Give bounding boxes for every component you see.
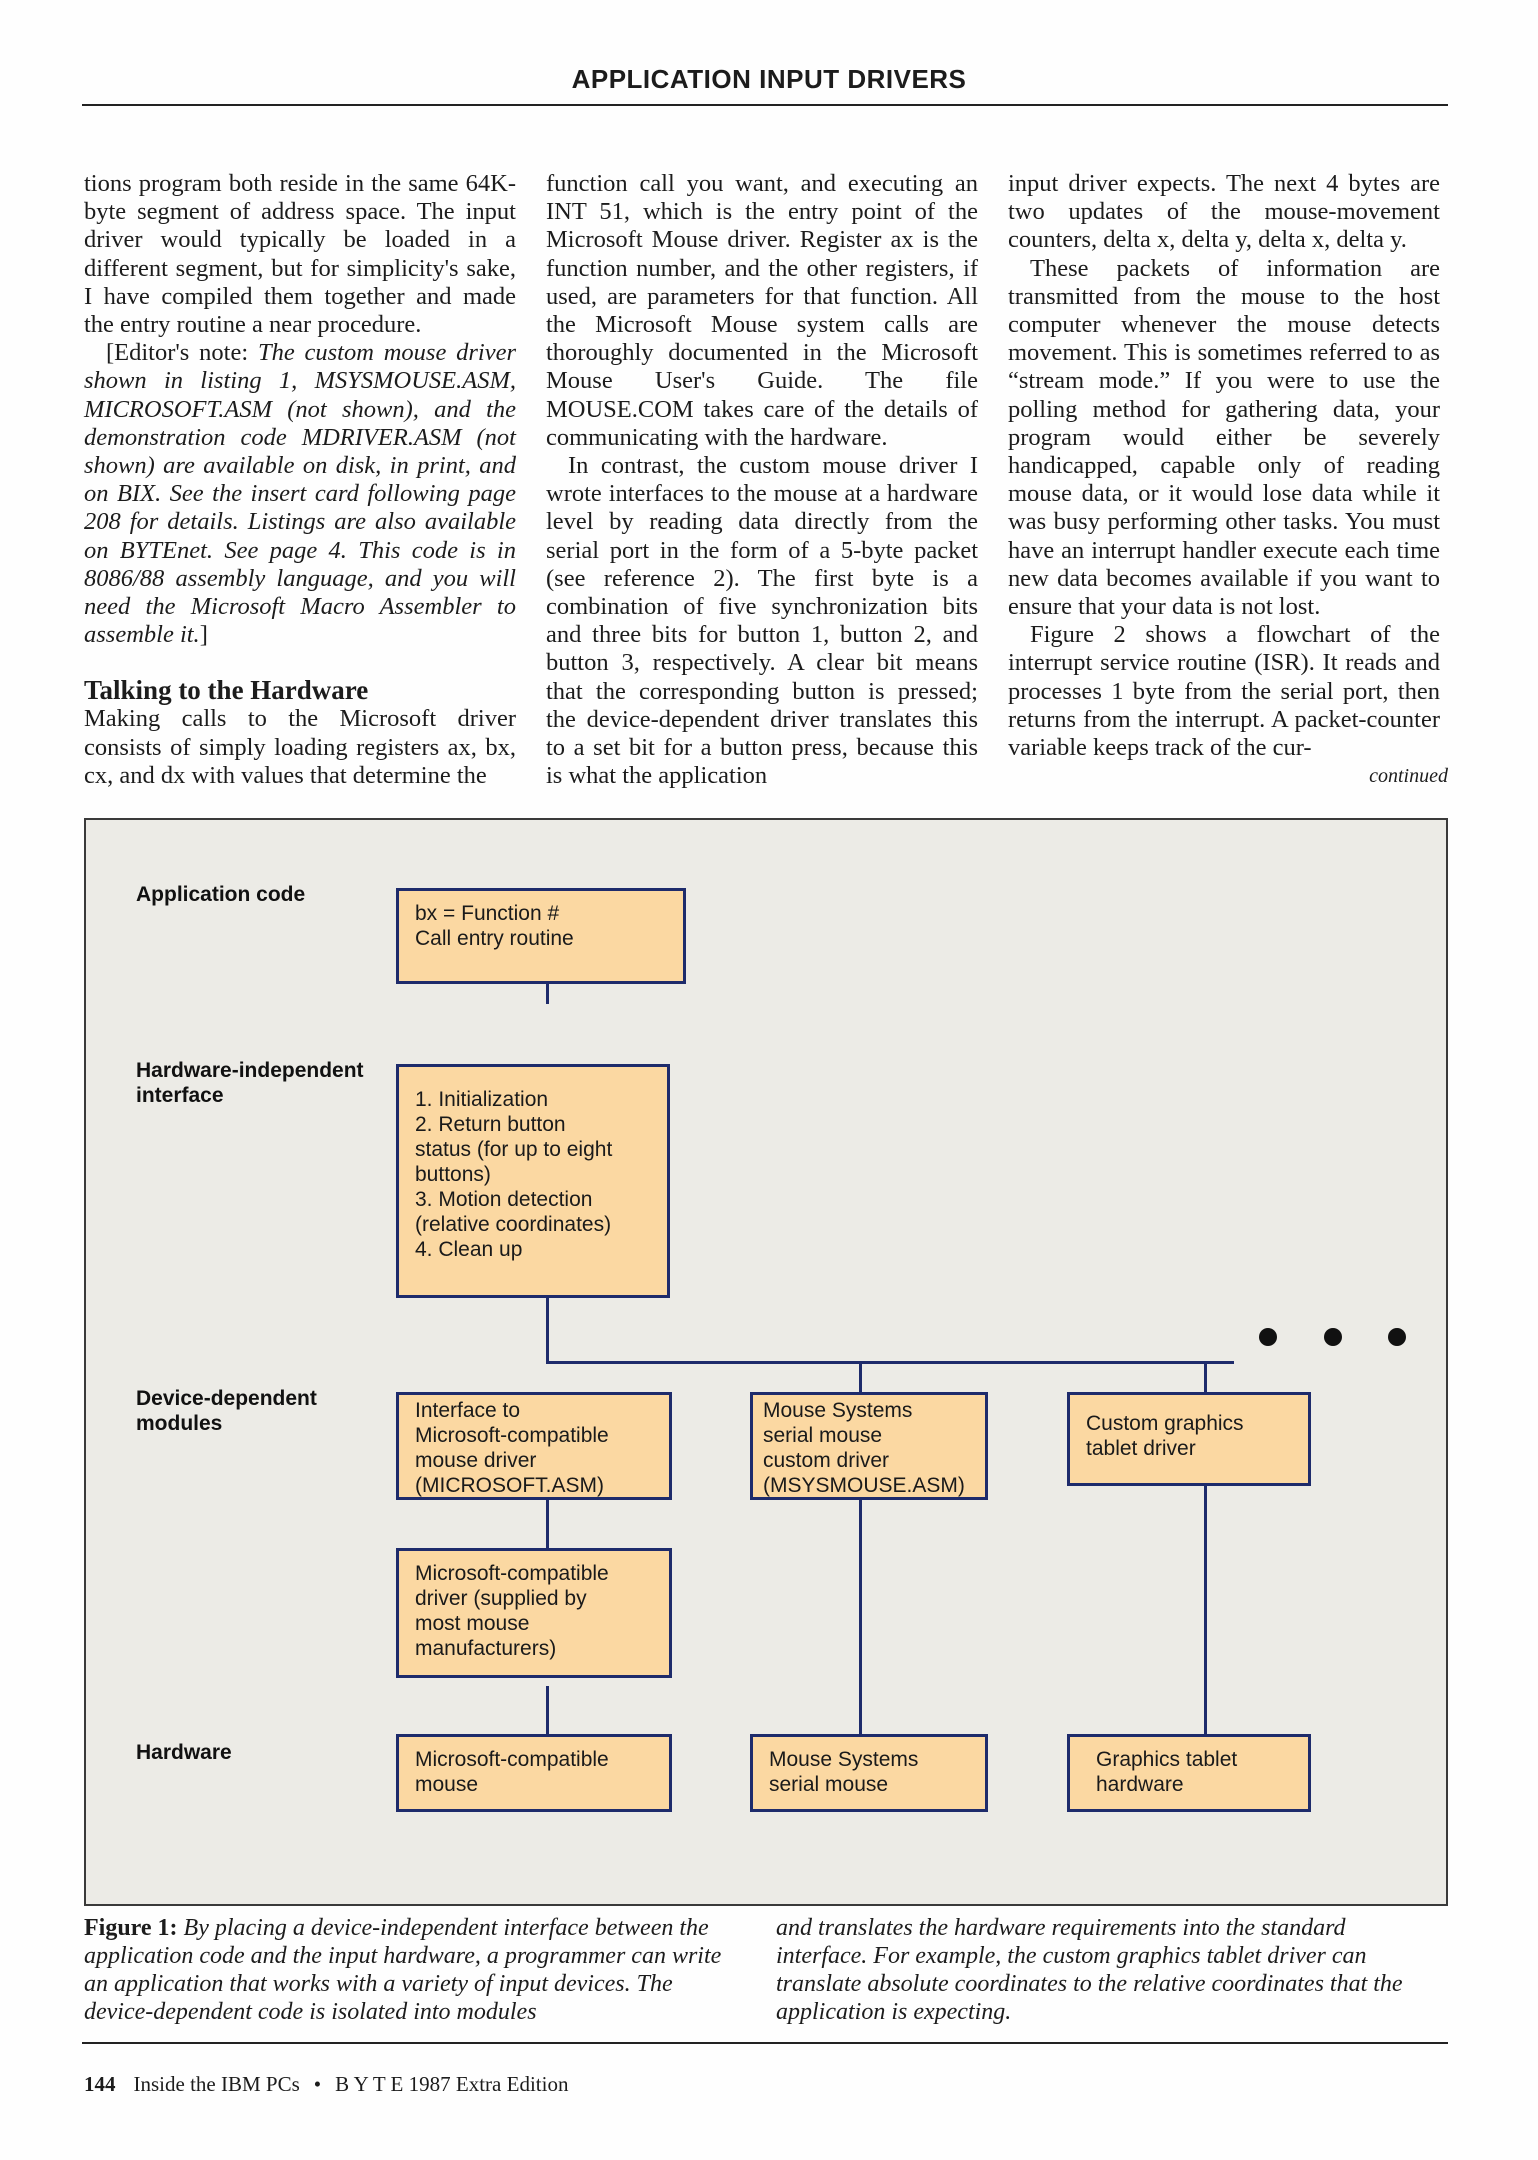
- box-mouse-systems-hardware: Mouse Systems serial mouse: [750, 1734, 988, 1812]
- book-title: Inside the IBM PCs: [133, 2072, 300, 2096]
- box-line: 3. Motion detection: [415, 1188, 593, 1211]
- figure-caption-label: Figure 1:: [84, 1915, 178, 1941]
- column-3: input driver expects. The next 4 bytes a…: [1008, 170, 1440, 762]
- editors-note-open: [Editor's note:: [106, 339, 258, 367]
- footer-bullet: •: [313, 2072, 322, 2096]
- box-line: Interface to: [415, 1399, 521, 1422]
- box-line: (MSYSMOUSE.ASM): [763, 1474, 965, 1497]
- editors-note-close: ]: [199, 621, 208, 649]
- level-label-application-text: Application code: [136, 883, 306, 906]
- page-footer: 144 Inside the IBM PCs • B Y T E 1987 Extra…: [84, 2072, 568, 2097]
- box-line: tablet driver: [1086, 1437, 1196, 1460]
- col1-paragraph-3: Making calls to the Microsoft driver con…: [84, 705, 516, 789]
- header-rule: [82, 104, 1448, 106]
- col3-paragraph-1: input driver expects. The next 4 bytes a…: [1008, 170, 1440, 254]
- box-line: manufacturers): [415, 1637, 557, 1660]
- box-line: serial mouse: [763, 1424, 883, 1447]
- figure-caption-right: and translates the hardware requirements…: [776, 1915, 1403, 2025]
- box-line: 1. Initialization: [415, 1088, 549, 1111]
- box-line: Microsoft-compatible: [415, 1562, 609, 1585]
- continuation-dot: [1324, 1328, 1342, 1346]
- box-line: buttons): [415, 1163, 491, 1186]
- footer-rule: [82, 2042, 1448, 2044]
- col1-paragraph-1: tions program both reside in the same 64…: [84, 170, 516, 339]
- box-line: Call entry routine: [415, 927, 574, 950]
- box-line: hardware: [1096, 1773, 1184, 1796]
- box-line: most mouse: [415, 1612, 530, 1635]
- column-1: tions program both reside in the same 64…: [84, 170, 516, 790]
- box-line: (relative coordinates): [415, 1213, 612, 1236]
- level-label-line: interface: [136, 1084, 224, 1107]
- connector-line: [859, 1361, 862, 1414]
- level-label-line: Device-dependent: [136, 1387, 317, 1410]
- running-header: APPLICATION INPUT DRIVERS: [571, 64, 967, 94]
- box-line: Custom graphics: [1086, 1412, 1244, 1435]
- column-2: function call you want, and executing an…: [546, 170, 978, 790]
- magazine-title: B Y T E 1987 Extra Edition: [335, 2072, 569, 2096]
- box-microsoft-driver: Microsoft-compatible driver (supplied by…: [396, 1548, 672, 1678]
- connector-line: [546, 1298, 549, 1364]
- level-label-device-dependent: Device-dependent modules: [136, 1386, 317, 1436]
- box-line: custom driver: [763, 1449, 890, 1472]
- connector-line: [1204, 1484, 1207, 1734]
- box-hw-independent-interface: 1. Initialization 2. Return button statu…: [396, 1064, 670, 1298]
- box-mouse-systems-driver-module: Mouse Systems serial mouse custom driver…: [750, 1392, 988, 1500]
- col2-paragraph-1: function call you want, and executing an…: [546, 170, 978, 451]
- box-line: bx = Function #: [415, 902, 560, 925]
- level-label-hardware-text: Hardware: [136, 1741, 232, 1764]
- continuation-dot: [1388, 1328, 1406, 1346]
- connector-line: [1204, 1361, 1207, 1418]
- section-heading: Talking to the Hardware: [84, 675, 369, 706]
- connector-line: [546, 1498, 549, 1548]
- editors-note-text: The custom mouse driver shown in listing…: [84, 339, 516, 649]
- box-line: status (for up to eight: [415, 1138, 613, 1161]
- box-tablet-driver-module: Custom graphics tablet driver: [1067, 1392, 1311, 1486]
- col2-paragraph-2: In contrast, the custom mouse driver I w…: [546, 452, 978, 790]
- box-line: 4. Clean up: [415, 1238, 523, 1261]
- col3-paragraph-3: Figure 2 shows a flowchart of the interr…: [1008, 621, 1440, 762]
- box-line: (MICROSOFT.ASM): [415, 1474, 604, 1497]
- col3-paragraph-2: These packets of information are transmi…: [1008, 254, 1440, 621]
- level-label-application: Application code: [136, 882, 305, 907]
- level-label-line: modules: [136, 1412, 223, 1435]
- box-line: Graphics tablet: [1096, 1748, 1238, 1771]
- level-label-hw-independent: Hardware-independent interface: [136, 1058, 364, 1108]
- continued-note: continued: [1369, 765, 1448, 787]
- box-application-entry: bx = Function # Call entry routine: [396, 888, 686, 984]
- figure-caption-left-text: By placing a device-independent interfac…: [84, 1915, 722, 2025]
- box-line: Microsoft-compatible: [415, 1424, 609, 1447]
- connector-line: [546, 1361, 1234, 1364]
- figure-1-diagram: Application code Hardware-independent in…: [84, 818, 1448, 1906]
- level-label-line: Hardware-independent: [136, 1059, 364, 1082]
- box-line: mouse driver: [415, 1449, 537, 1472]
- level-label-hardware: Hardware: [136, 1740, 232, 1765]
- editors-note: [Editor's note: The custom mouse driver …: [84, 339, 516, 649]
- box-microsoft-interface-module: Interface to Microsoft-compatible mouse …: [396, 1392, 672, 1500]
- box-line: 2. Return button: [415, 1113, 566, 1136]
- box-tablet-hardware: Graphics tablet hardware: [1067, 1734, 1311, 1812]
- box-microsoft-mouse-hardware: Microsoft-compatible mouse: [396, 1734, 672, 1812]
- box-line: serial mouse: [769, 1773, 889, 1796]
- figure-caption-left: Figure 1: By placing a device-independen…: [84, 1914, 724, 2026]
- continuation-dot: [1259, 1328, 1277, 1346]
- box-line: Mouse Systems: [763, 1399, 913, 1422]
- connector-line: [859, 1498, 862, 1734]
- connector-line: [546, 1686, 549, 1734]
- box-line: mouse: [415, 1773, 479, 1796]
- box-line: Mouse Systems: [769, 1748, 919, 1771]
- box-line: Microsoft-compatible: [415, 1748, 609, 1771]
- page-number: 144: [84, 2072, 116, 2096]
- box-line: driver (supplied by: [415, 1587, 587, 1610]
